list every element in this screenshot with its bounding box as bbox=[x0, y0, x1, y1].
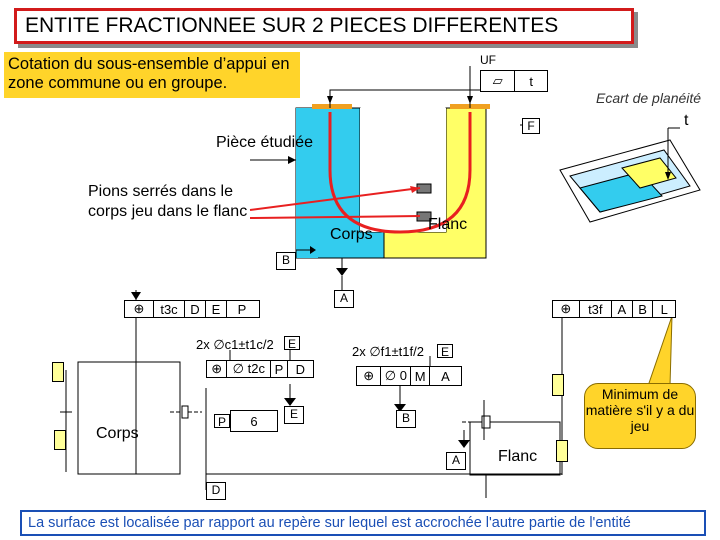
fcf-right-d2: B bbox=[633, 301, 654, 317]
ecart-label: Ecart de planéité bbox=[596, 90, 702, 106]
piece-label: Pièce étudiée bbox=[216, 134, 313, 151]
datum-e: E bbox=[284, 406, 304, 424]
pos-tol-left: ∅ t2c bbox=[227, 361, 272, 377]
contact-surface-left bbox=[312, 104, 352, 109]
yellow-marker bbox=[52, 362, 64, 382]
pos-frame-right: ⊕ ∅ 0 M A bbox=[356, 366, 462, 386]
uf-label: UF bbox=[480, 53, 496, 67]
page-title: ENTITE FRACTIONNEE SUR 2 PIECES DIFFEREN… bbox=[14, 8, 634, 44]
position-icon: ⊕ bbox=[207, 361, 228, 377]
flatness-t-label: t bbox=[684, 112, 689, 129]
six-box: 6 bbox=[230, 410, 278, 432]
datum-b-top: B bbox=[276, 252, 296, 270]
m-badge-right: M bbox=[411, 367, 430, 385]
size-right: 2x ∅f1±t1f/2 bbox=[352, 344, 424, 359]
position-icon: ⊕ bbox=[357, 367, 382, 385]
pos-frame-left: ⊕ ∅ t2c P D bbox=[206, 360, 314, 378]
fcf-left: ⊕ t3c D E P bbox=[124, 300, 260, 318]
fcf-left-tol: t3c bbox=[154, 301, 185, 317]
datum-d-left: D bbox=[295, 361, 306, 377]
position-icon: ⊕ bbox=[125, 301, 154, 317]
fcf-left-mod: P bbox=[237, 301, 247, 317]
pions-label: Pions serrés dans le corps jeu dans le f… bbox=[88, 183, 248, 220]
p-small: P bbox=[214, 414, 230, 429]
datum-a-bottom: A bbox=[446, 452, 466, 470]
u-curve bbox=[328, 112, 472, 234]
datum-a-top: A bbox=[334, 290, 354, 308]
datum-a-right: A bbox=[441, 368, 450, 384]
corps-bottom-label: Corps bbox=[96, 425, 139, 442]
p-badge-left: P bbox=[271, 361, 288, 377]
datum-d-bottom: D bbox=[206, 482, 226, 500]
f-label: F bbox=[522, 118, 540, 134]
position-icon: ⊕ bbox=[553, 301, 580, 317]
flatness-icon: ▱ bbox=[481, 71, 516, 91]
yellow-marker bbox=[54, 430, 66, 450]
footer-note: La surface est localisée par rapport au … bbox=[20, 510, 706, 536]
flanc-bottom-label: Flanc bbox=[498, 448, 538, 465]
pos-tol-right: ∅ 0 bbox=[381, 367, 412, 385]
jeu-bubble: Minimum de matière s'il y a du jeu bbox=[584, 383, 696, 449]
fcf-right: ⊕ t3f A B L bbox=[552, 300, 676, 318]
size-left: 2x ∅c1±t1c/2 bbox=[196, 337, 274, 352]
e-badge-left: E bbox=[284, 336, 300, 351]
fcf-left-d2: E bbox=[206, 301, 227, 317]
fcf-right-d1: A bbox=[612, 301, 633, 317]
fcf-left-d1: D bbox=[185, 301, 206, 317]
corps-label: Corps bbox=[330, 226, 373, 243]
yellow-marker bbox=[556, 440, 568, 462]
yellow-marker bbox=[552, 374, 564, 396]
note-box: Cotation du sous-ensemble d’appui en zon… bbox=[4, 52, 300, 98]
flatness-frame: ▱ t bbox=[480, 70, 548, 92]
fcf-right-tol: t3f bbox=[580, 301, 613, 317]
datum-b-bottom: B bbox=[396, 410, 416, 428]
e-badge-right: E bbox=[437, 344, 453, 359]
flanc-label: Flanc bbox=[428, 216, 468, 233]
fcf-right-mod: L bbox=[660, 301, 668, 317]
flatness-tol: t bbox=[529, 73, 534, 89]
